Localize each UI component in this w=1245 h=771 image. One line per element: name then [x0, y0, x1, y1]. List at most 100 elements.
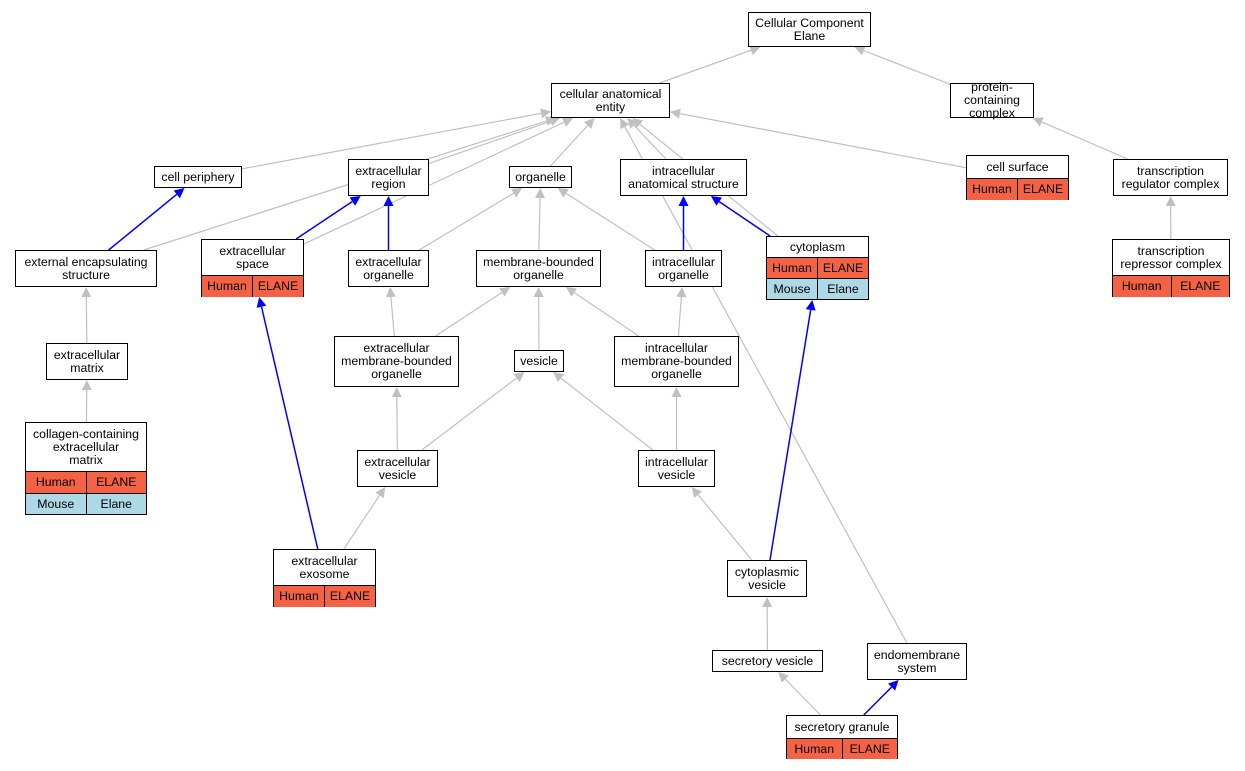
node-intracellular-vesicle[interactable]: intracellular vesicle: [638, 450, 715, 487]
node-collagen-containing-extracellular-matrix[interactable]: collagen-containing extracellular matrix…: [25, 422, 147, 515]
edge-intracellular_anatomical_structure-to-cellular_anatomical_entity: [627, 118, 667, 160]
node-cellular-component-elane[interactable]: Cellular Component Elane: [748, 12, 871, 47]
edge-intracellular_organelle-to-organelle: [557, 188, 655, 251]
edge-cell_periphery-to-cellular_anatomical_entity: [241, 108, 551, 170]
node-label: extracellular organelle: [355, 254, 422, 282]
edge-line: [573, 292, 639, 337]
gene-cell: ELANE: [1017, 179, 1068, 200]
node-external-encapsulating-structure[interactable]: external encapsulating structure: [15, 250, 157, 287]
edge-arrowhead: [81, 287, 92, 298]
edge-line: [784, 678, 821, 716]
node-transcription-regulator-complex[interactable]: transcription regulator complex: [1113, 159, 1228, 196]
edge-line: [260, 306, 319, 550]
species-cell: Human: [967, 179, 1017, 200]
node-intracellular-organelle[interactable]: intracellular organelle: [645, 250, 722, 287]
node-extracellular-space[interactable]: extracellular space Human ELANE: [201, 239, 304, 297]
node-label: intracellular anatomical structure: [628, 163, 739, 191]
gene-cell: ELANE: [817, 258, 868, 278]
node-cytoplasmic-vesicle[interactable]: cytoplasmic vesicle: [727, 560, 807, 597]
edge-line: [863, 686, 893, 716]
node-extracellular-region[interactable]: extracellular region: [348, 159, 429, 196]
node-cytoplasm[interactable]: cytoplasm Human ELANE Mouse Elane: [766, 236, 869, 300]
edge-arrowhead: [81, 380, 92, 391]
node-label: collagen-containing extracellular matrix: [33, 426, 139, 467]
node-extracellular-membrane-bounded-organelle[interactable]: extracellular membrane-bounded organelle: [334, 336, 459, 387]
species-cell: Human: [202, 276, 252, 297]
edge-arrowhead: [620, 118, 630, 130]
node-transcription-repressor-complex[interactable]: transcription repressor complex Human EL…: [1112, 239, 1230, 297]
gene-row-human: Human ELANE: [274, 585, 375, 607]
edge-extracellular_organelle-to-organelle: [418, 188, 523, 251]
node-endomembrane-system[interactable]: endomembrane system: [867, 643, 967, 680]
edge-arrowhead: [676, 287, 687, 298]
edge-line: [679, 113, 967, 169]
edge-extracellular_matrix-to-external_encapsulating_structure: [81, 287, 92, 344]
gene-cell: ELANE: [252, 276, 303, 297]
edge-arrowhead: [632, 118, 644, 129]
gene-row-human: Human ELANE: [787, 738, 897, 759]
node-label: extracellular region: [355, 163, 422, 191]
edge-arrowhead: [561, 117, 574, 127]
edge-line: [560, 377, 654, 451]
edge-extracellular_exosome-to-extracellular_vesicle: [343, 487, 386, 550]
edge-extracellular_vesicle-to-extracellular_mb_organelle: [391, 387, 402, 451]
edge-arrowhead: [391, 387, 402, 398]
node-label: secretory vesicle: [721, 653, 814, 668]
gene-cell: Elane: [85, 494, 146, 514]
edge-arrowhead: [627, 118, 638, 129]
node-intracellular-anatomical-structure[interactable]: intracellular anatomical structure: [620, 159, 747, 196]
gene-cell: Elane: [817, 279, 868, 299]
edge-intracellular_vesicle-to-vesicle: [553, 372, 654, 451]
edge-arrowhead: [256, 297, 267, 308]
node-secretory-granule[interactable]: secretory granule Human ELANE: [786, 715, 898, 759]
species-cell: Mouse: [26, 494, 86, 514]
edge-intracellular_mb_organelle-to-intracellular_organelle: [676, 287, 687, 337]
edge-secretory_granule-to-endomembrane_system: [863, 680, 899, 716]
edge-secretory_granule-to-secretory_vesicle: [778, 672, 821, 716]
node-label: intracellular organelle: [652, 254, 715, 282]
node-label: vesicle: [520, 353, 558, 368]
edge-arrowhead: [535, 188, 546, 199]
node-label: extracellular space: [219, 243, 286, 271]
node-vesicle[interactable]: vesicle: [514, 350, 564, 372]
edge-line: [303, 121, 565, 245]
edge-extracellular_space-to-cellular_anatomical_entity: [303, 117, 574, 245]
node-organelle[interactable]: organelle: [509, 166, 572, 188]
node-label: transcription repressor complex: [1120, 243, 1222, 271]
gene-row-human: Human ELANE: [26, 471, 146, 493]
edge-extracellular_mb_organelle-to-extracellular_organelle: [385, 287, 396, 337]
edge-extracellular_region-to-cellular_anatomical_entity: [428, 116, 561, 165]
node-label: protein-containing complex: [963, 80, 1021, 120]
edge-line: [659, 49, 752, 84]
edge-external_encapsulating_structure-to-cell_periphery: [108, 188, 185, 251]
node-label: secretory granule: [794, 719, 890, 734]
edge-arrowhead: [553, 372, 565, 383]
edge-arrowhead: [533, 287, 544, 298]
edge-membrane_bounded_organelle-to-organelle: [535, 188, 546, 251]
edge-arrowhead: [557, 188, 569, 198]
node-membrane-bounded-organelle[interactable]: membrane-bounded organelle: [476, 250, 601, 287]
gene-row-mouse: Mouse Elane: [767, 278, 868, 299]
node-cellular-anatomical-entity[interactable]: cellular anatomical entity: [551, 83, 670, 118]
gene-cell: ELANE: [1170, 276, 1229, 297]
node-extracellular-matrix[interactable]: extracellular matrix: [46, 343, 128, 380]
node-extracellular-exosome[interactable]: extracellular exosome Human ELANE: [273, 549, 376, 607]
node-label: cell periphery: [161, 169, 235, 184]
node-cell-surface[interactable]: cell surface Human ELANE: [966, 155, 1069, 200]
edge-line: [143, 120, 547, 251]
node-secretory-vesicle[interactable]: secretory vesicle: [712, 650, 823, 672]
edge-arrowhead: [584, 118, 595, 129]
node-extracellular-organelle[interactable]: extracellular organelle: [348, 250, 429, 287]
node-intracellular-membrane-bounded-organelle[interactable]: intracellular membrane-bounded organelle: [614, 336, 739, 387]
edge-arrowhead: [1032, 117, 1044, 127]
edge-line: [241, 112, 542, 170]
edge-extracellular_mb_organelle-to-membrane_bounded_organelle: [435, 287, 511, 337]
edge-line: [435, 291, 503, 337]
edge-collagen_containing_ecm-to-extracellular_matrix: [81, 380, 92, 423]
node-extracellular-vesicle[interactable]: extracellular vesicle: [357, 450, 438, 487]
node-protein-containing-complex[interactable]: protein-containing complex: [950, 80, 1034, 120]
edge-arrowhead: [888, 680, 899, 691]
edge-line: [295, 200, 353, 240]
node-cell-periphery[interactable]: cell periphery: [154, 166, 242, 188]
